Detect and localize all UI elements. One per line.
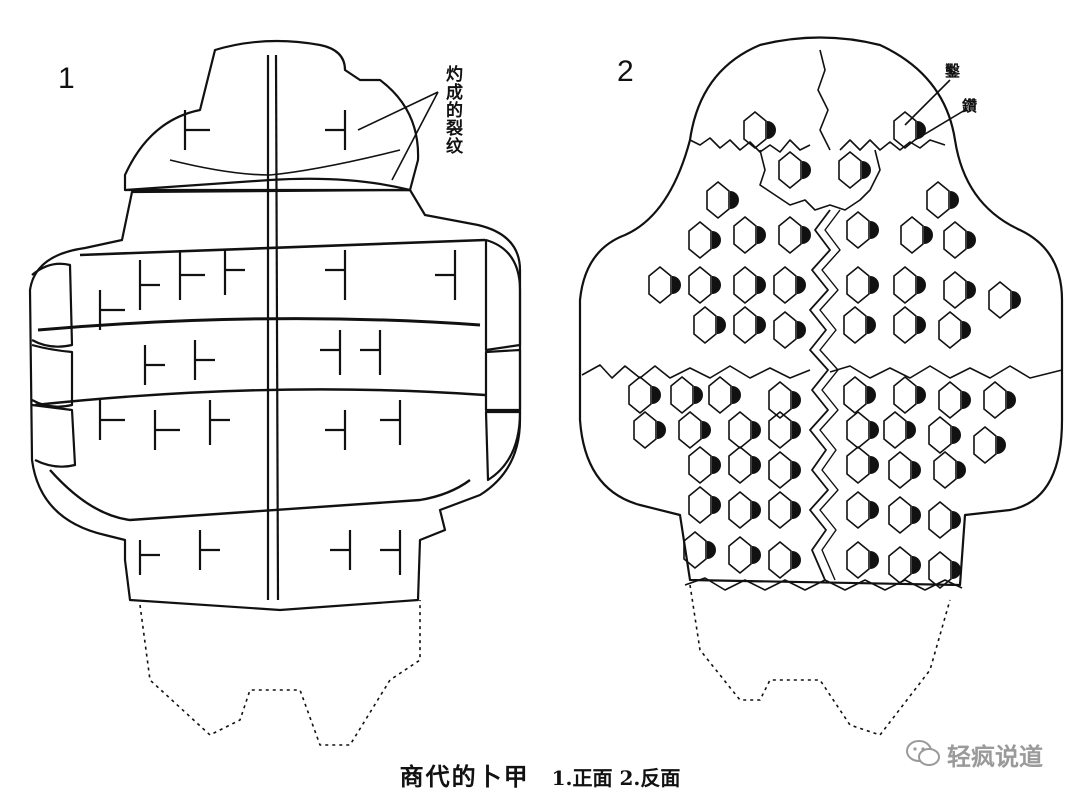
drill-pit xyxy=(768,380,801,420)
drill-pit xyxy=(688,445,721,485)
drill-pit xyxy=(888,495,921,535)
drill-pit xyxy=(883,410,916,450)
drill-pit xyxy=(728,535,761,575)
plastron-back xyxy=(578,36,1064,736)
drill-pit xyxy=(900,215,933,255)
drill-pit xyxy=(843,375,876,415)
drill-pit xyxy=(778,150,811,190)
watermark-text: 轻疯说道 xyxy=(947,742,1043,771)
drill-pit xyxy=(708,375,741,415)
drill-pit xyxy=(943,270,976,310)
drill-pit xyxy=(983,380,1016,420)
panel-1-number: 1 xyxy=(58,62,75,95)
drill-pit xyxy=(926,180,959,220)
crack-label: 灼成的裂纹 xyxy=(442,65,462,155)
drill-pit xyxy=(933,450,966,490)
zuan-label: 鑽 xyxy=(962,97,978,115)
drill-pit xyxy=(988,280,1021,320)
drill-pit xyxy=(846,540,879,580)
drill-pit-pairs xyxy=(628,110,1021,590)
drill-pit xyxy=(838,150,871,190)
drill-pit xyxy=(693,305,726,345)
plastron-front xyxy=(28,39,522,746)
drill-pit xyxy=(633,410,666,450)
drill-pit xyxy=(728,445,761,485)
drill-pit xyxy=(773,310,806,350)
drill-pit xyxy=(728,490,761,530)
drill-pit xyxy=(888,545,921,585)
drill-pit xyxy=(768,450,801,490)
drill-pit xyxy=(846,410,879,450)
drill-pit xyxy=(768,490,801,530)
drill-pit xyxy=(628,375,661,415)
drill-pit xyxy=(938,380,971,420)
drill-pit xyxy=(733,265,766,305)
drill-pit xyxy=(888,450,921,490)
drill-pit xyxy=(733,215,766,255)
drill-pit xyxy=(648,265,681,305)
drill-pit xyxy=(928,550,961,590)
watermark: 轻疯说道 xyxy=(905,734,1043,774)
drill-pit xyxy=(943,220,976,260)
caption-title: 商代的卜甲 xyxy=(399,762,530,791)
drill-pit xyxy=(728,410,761,450)
drill-pit xyxy=(683,530,716,570)
drill-pit xyxy=(893,265,926,305)
drill-pit xyxy=(688,265,721,305)
drill-pit xyxy=(678,410,711,450)
drill-pit xyxy=(893,375,926,415)
drill-pit xyxy=(733,305,766,345)
drill-pit xyxy=(778,215,811,255)
drill-pit xyxy=(688,485,721,525)
drill-pit xyxy=(893,305,926,345)
drill-pit xyxy=(843,305,876,345)
drill-pit xyxy=(928,500,961,540)
zao-label: 鑿 xyxy=(945,62,961,80)
drill-pit xyxy=(846,490,879,530)
wechat-icon xyxy=(906,740,940,766)
caption-subtitle: 1.正面 2.反面 xyxy=(551,766,681,790)
drill-pit xyxy=(670,375,703,415)
suture-top xyxy=(689,137,811,153)
drill-pit xyxy=(768,410,801,450)
drill-pit xyxy=(893,110,926,150)
drill-pit xyxy=(743,110,776,150)
drill-pit xyxy=(773,265,806,305)
drill-pit xyxy=(846,265,879,305)
drill-pit xyxy=(938,310,971,350)
drill-pit xyxy=(688,220,721,260)
figure-caption: 商代的卜甲 1.正面 2.反面 xyxy=(0,757,1080,792)
drill-pit xyxy=(928,415,961,455)
drill-pit xyxy=(768,540,801,580)
drill-pit xyxy=(973,425,1006,465)
panel-2-number: 2 xyxy=(617,55,634,88)
drill-pit xyxy=(846,445,879,485)
drill-pit xyxy=(706,180,739,220)
drill-pit xyxy=(846,210,879,250)
